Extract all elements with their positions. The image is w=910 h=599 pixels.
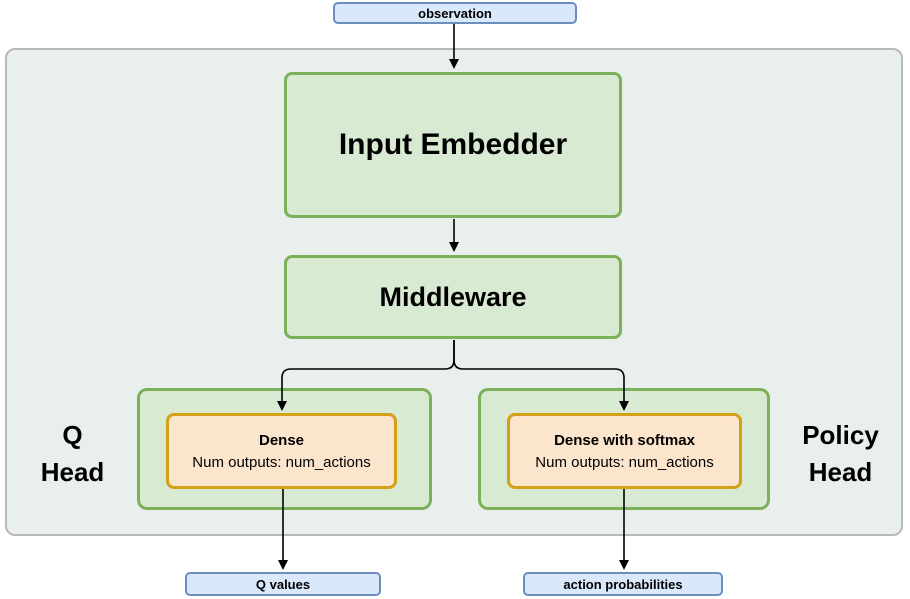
policy-dense-subtitle: Num outputs: num_actions (535, 453, 714, 471)
q-dense-node: Dense Num outputs: num_actions (166, 413, 397, 489)
q-dense-title: Dense (258, 431, 305, 449)
q-head-label-line2: Head (40, 457, 105, 487)
observation-node: observation (333, 2, 577, 24)
q-values-node: Q values (185, 572, 381, 596)
action-probabilities-node: action probabilities (523, 572, 723, 596)
q-head-label: Q Head (20, 417, 125, 491)
q-head-label-line1: Q (62, 420, 83, 450)
policy-head-label: Policy Head (788, 417, 893, 491)
middleware-node: Middleware (284, 255, 622, 339)
input-embedder-node: Input Embedder (284, 72, 622, 218)
policy-dense-node: Dense with softmax Num outputs: num_acti… (507, 413, 742, 489)
observation-label: observation (418, 5, 492, 21)
input-embedder-label: Input Embedder (338, 128, 568, 161)
q-values-label: Q values (255, 576, 311, 592)
q-dense-subtitle: Num outputs: num_actions (192, 453, 371, 471)
policy-head-label-line2: Head (808, 457, 873, 487)
policy-head-label-line1: Policy (802, 420, 879, 450)
policy-dense-title: Dense with softmax (554, 431, 695, 449)
action-probabilities-label: action probabilities (563, 576, 683, 592)
middleware-label: Middleware (379, 281, 527, 312)
